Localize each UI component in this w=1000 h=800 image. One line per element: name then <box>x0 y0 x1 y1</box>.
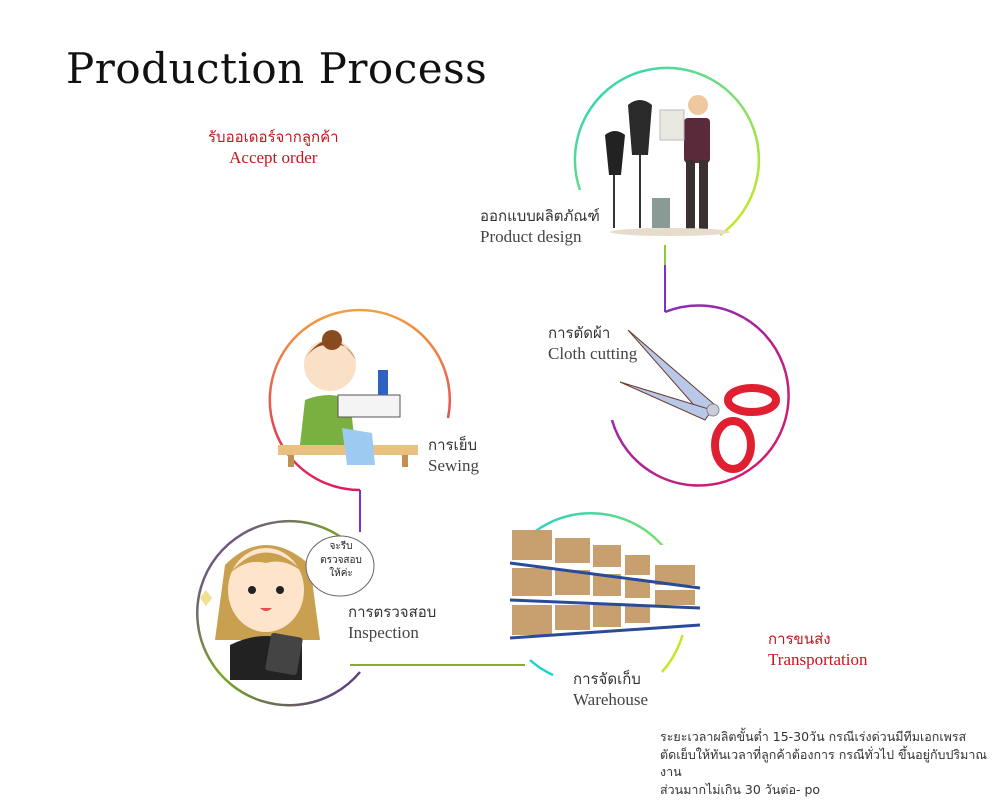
step-english-label: Accept order <box>229 147 318 167</box>
step-transportation: การขนส่ง Transportation <box>768 630 868 670</box>
note-line: ตัดเย็บให้ทันเวลาที่ลูกค้าต้องการ กรณีทั… <box>660 746 987 780</box>
step-thai-label: การจัดเก็บ <box>573 670 641 688</box>
inspector-illustration <box>200 535 375 680</box>
speech-line: จะรีบ <box>329 541 353 552</box>
production-time-note: ระยะเวลาผลิตขั้นต่ำ 15-30วัน กรณีเร่งด่ว… <box>660 728 1000 798</box>
scissors-illustration <box>619 329 780 473</box>
step-thai-label: การตัดผ้า <box>548 324 611 342</box>
step-english-label: Transportation <box>768 649 868 669</box>
step-thai-label: การเย็บ <box>428 436 477 454</box>
step-english-label: Sewing <box>428 455 479 475</box>
inspection-circle <box>196 520 361 707</box>
sewing-illustration <box>278 330 418 467</box>
step-product-design: ออกแบบผลิตภัณฑ์ Product design <box>480 207 600 247</box>
step-warehouse: การจัดเก็บ Warehouse <box>573 670 648 710</box>
step-sewing: การเย็บ Sewing <box>428 436 479 476</box>
speech-line: ให้ค่ะ <box>329 568 353 579</box>
step-cloth-cutting: การตัดผ้า Cloth cutting <box>548 324 637 364</box>
speech-bubble: จะรีบ ตรวจสอบ ให้ค่ะ <box>312 540 370 581</box>
step-thai-label: รับออเดอร์จากลูกค้า <box>208 128 339 146</box>
step-english-label: Cloth cutting <box>548 343 638 363</box>
page-title: Production Process <box>66 44 488 93</box>
note-line: ส่วนมากไม่เกิน 30 วันต่อ- po <box>660 781 821 797</box>
step-inspection: การตรวจสอบ Inspection <box>348 603 436 643</box>
step-thai-label: การขนส่ง <box>768 630 831 648</box>
step-thai-label: ออกแบบผลิตภัณฑ์ <box>480 207 600 225</box>
warehouse-illustration <box>509 530 701 640</box>
sewing-circle <box>268 308 452 492</box>
step-english-label: Product design <box>480 226 582 246</box>
step-thai-label: การตรวจสอบ <box>348 603 437 621</box>
step-accept-order: รับออเดอร์จากลูกค้า Accept order <box>208 128 339 168</box>
speech-line: ตรวจสอบ <box>320 554 362 566</box>
cutting-circle <box>610 304 790 487</box>
note-line: ระยะเวลาผลิตขั้นต่ำ 15-30วัน กรณีเร่งด่ว… <box>660 729 967 744</box>
designer-illustration <box>605 95 730 236</box>
step-english-label: Inspection <box>348 622 419 642</box>
design-circle <box>573 66 761 237</box>
step-english-label: Warehouse <box>573 689 649 709</box>
